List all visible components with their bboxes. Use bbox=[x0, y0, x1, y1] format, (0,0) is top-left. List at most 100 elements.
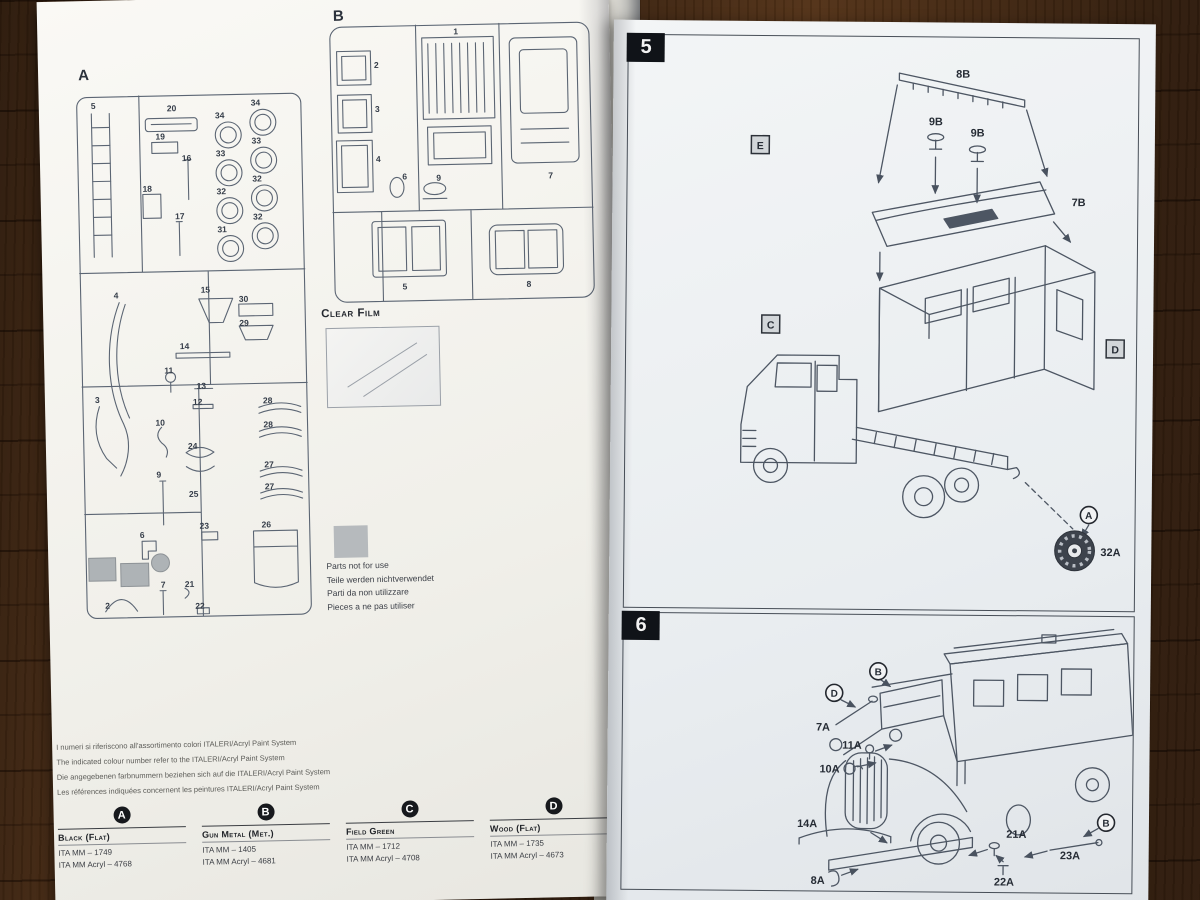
divider bbox=[201, 823, 330, 827]
paint-name: Gun Metal (Met.) bbox=[201, 828, 274, 840]
part-ref-23a: 23A bbox=[1060, 850, 1080, 862]
svg-text:D: D bbox=[831, 689, 838, 700]
part-number-label: 18 bbox=[142, 183, 153, 194]
assembly-step-5-panel: 5 bbox=[622, 33, 1140, 613]
paint-name: Field Green bbox=[345, 825, 395, 837]
paint-letter-badge: D bbox=[544, 797, 563, 815]
part-ref-22a: 22A bbox=[994, 876, 1014, 888]
paint-colour-table: A Black (Flat) ITA MM – 1749 ITA MM Acry… bbox=[57, 796, 619, 870]
part-number-label: 3 bbox=[94, 394, 100, 405]
part-ref-8b: 8B bbox=[956, 69, 970, 81]
part-ref-10a: 10A bbox=[819, 763, 839, 775]
part-ref-7b: 7B bbox=[1072, 197, 1086, 209]
svg-text:B: B bbox=[1102, 819, 1109, 830]
part-number-label: 20 bbox=[166, 103, 177, 114]
paint-letter-badge: C bbox=[400, 800, 419, 818]
colour-callout-d: D bbox=[1105, 339, 1125, 359]
divider bbox=[202, 839, 331, 843]
paint-code-enamel: ITA MM – 1735 bbox=[490, 838, 545, 849]
paint-code-enamel: ITA MM – 1749 bbox=[58, 847, 113, 858]
sprue-a-outline-drawing bbox=[76, 92, 312, 620]
assembly-step-6-panel: 6 bbox=[620, 611, 1135, 895]
part-ref-14a: 14A bbox=[797, 818, 817, 830]
part-number-label: 24 bbox=[187, 440, 198, 452]
svg-text:A: A bbox=[1085, 511, 1092, 522]
sprue-a-letter: A bbox=[77, 67, 90, 85]
part-number-label: 11 bbox=[164, 365, 174, 376]
part-number-label: 9 bbox=[436, 172, 442, 183]
step-6-drawing: B D B 7A 11A 10A 14A 8A 21A 22A 23A bbox=[797, 628, 1134, 889]
part-number-label: 16 bbox=[181, 152, 192, 164]
part-number-label: 5 bbox=[402, 281, 408, 292]
step-5-drawing: E C D A 8B 9B 9B 7B 32A bbox=[739, 69, 1125, 572]
part-number-label: 34 bbox=[214, 110, 225, 121]
divider bbox=[345, 820, 474, 824]
part-ref-11a: 11A bbox=[842, 740, 862, 752]
paint-colour-col-b: B Gun Metal (Met.) ITA MM – 1405 ITA MM … bbox=[201, 802, 331, 867]
part-ref-21a: 21A bbox=[1006, 829, 1026, 841]
paint-name: Black (Flat) bbox=[57, 831, 111, 843]
paint-code-acryl: ITA MM Acryl – 4681 bbox=[202, 855, 276, 867]
part-number-label: 28 bbox=[262, 395, 273, 406]
part-number-label: 32 bbox=[252, 173, 262, 184]
sprue-b-parts-diagram: 1 2 3 4 6 9 7 5 8 bbox=[327, 20, 597, 303]
clear-film-title: Clear Film bbox=[321, 306, 381, 321]
sprue-b-letter: B bbox=[332, 7, 344, 25]
not-for-use-note: Parts not for use Teile werden nichtverw… bbox=[326, 558, 434, 614]
paint-letter-badge: A bbox=[112, 806, 131, 824]
step-number-6: 6 bbox=[621, 611, 661, 641]
part-ref-9b-right: 9B bbox=[971, 128, 985, 140]
instruction-right-page: 5 bbox=[606, 19, 1156, 900]
part-number-label: 26 bbox=[261, 519, 272, 530]
colour-callout-e: E bbox=[750, 134, 771, 155]
wheel-32a-part bbox=[1054, 530, 1095, 572]
part-number-label: 1 bbox=[453, 26, 459, 37]
part-number-label: 13 bbox=[196, 380, 207, 391]
part-number-label: 23 bbox=[199, 520, 210, 531]
sprue-b-outline-drawing bbox=[329, 21, 595, 303]
paint-callout-d: D bbox=[824, 683, 844, 703]
svg-text:D: D bbox=[1111, 345, 1119, 356]
paint-code-acryl: ITA MM Acryl – 4708 bbox=[346, 852, 420, 864]
clear-film-swatch bbox=[325, 325, 442, 409]
paint-colour-col-d: D Wood (Flat) ITA MM – 1735 ITA MM Acryl… bbox=[489, 796, 619, 861]
part-number-label: 4 bbox=[113, 290, 119, 301]
part-number-label: 22 bbox=[195, 600, 205, 611]
clear-film-reflection-lines bbox=[347, 342, 428, 397]
paint-code-acryl: ITA MM Acryl – 4673 bbox=[490, 849, 564, 861]
part-number-label: 6 bbox=[139, 529, 145, 541]
part-number-label: 33 bbox=[251, 135, 262, 146]
part-number-label: 30 bbox=[238, 293, 249, 304]
step-number-5: 5 bbox=[626, 33, 666, 63]
divider bbox=[346, 836, 475, 840]
paint-code-enamel: ITA MM – 1712 bbox=[346, 841, 401, 852]
divider bbox=[489, 817, 618, 821]
not-for-use-line-fr: Pieces a ne pas utiliser bbox=[327, 599, 415, 612]
part-number-label: 28 bbox=[263, 419, 274, 430]
part-number-label: 10 bbox=[155, 417, 165, 428]
shaded-parts bbox=[88, 553, 170, 588]
paint-callout-b-left: B bbox=[869, 662, 888, 681]
paint-code-acryl: ITA MM Acryl – 4768 bbox=[58, 858, 132, 870]
paint-name: Wood (Flat) bbox=[489, 822, 541, 834]
part-ref-7a: 7A bbox=[816, 722, 830, 734]
part-ref-9b-left: 9B bbox=[929, 116, 943, 128]
paint-code-enamel: ITA MM – 1405 bbox=[202, 844, 257, 855]
divider bbox=[57, 826, 186, 830]
paint-letter-badge: B bbox=[256, 803, 275, 821]
part-number-label: 27 bbox=[264, 481, 275, 492]
part-number-label: 17 bbox=[174, 211, 185, 222]
colour-callout-c: C bbox=[760, 314, 781, 334]
part-number-label: 2 bbox=[373, 59, 379, 71]
part-number-label: 29 bbox=[239, 317, 249, 328]
part-number-label: 15 bbox=[200, 284, 211, 295]
paint-colour-col-c: C Field Green ITA MM – 1712 ITA MM Acryl… bbox=[345, 799, 475, 864]
svg-text:E: E bbox=[757, 141, 764, 152]
part-number-label: 3 bbox=[374, 103, 380, 115]
divider bbox=[58, 842, 187, 846]
part-number-label: 25 bbox=[188, 488, 199, 500]
part-number-label: 8 bbox=[526, 278, 532, 289]
part-number-label: 34 bbox=[250, 97, 261, 108]
paint-system-note: I numeri si riferiscono all'assortimento… bbox=[56, 734, 331, 800]
part-number-label: 7 bbox=[548, 170, 554, 181]
